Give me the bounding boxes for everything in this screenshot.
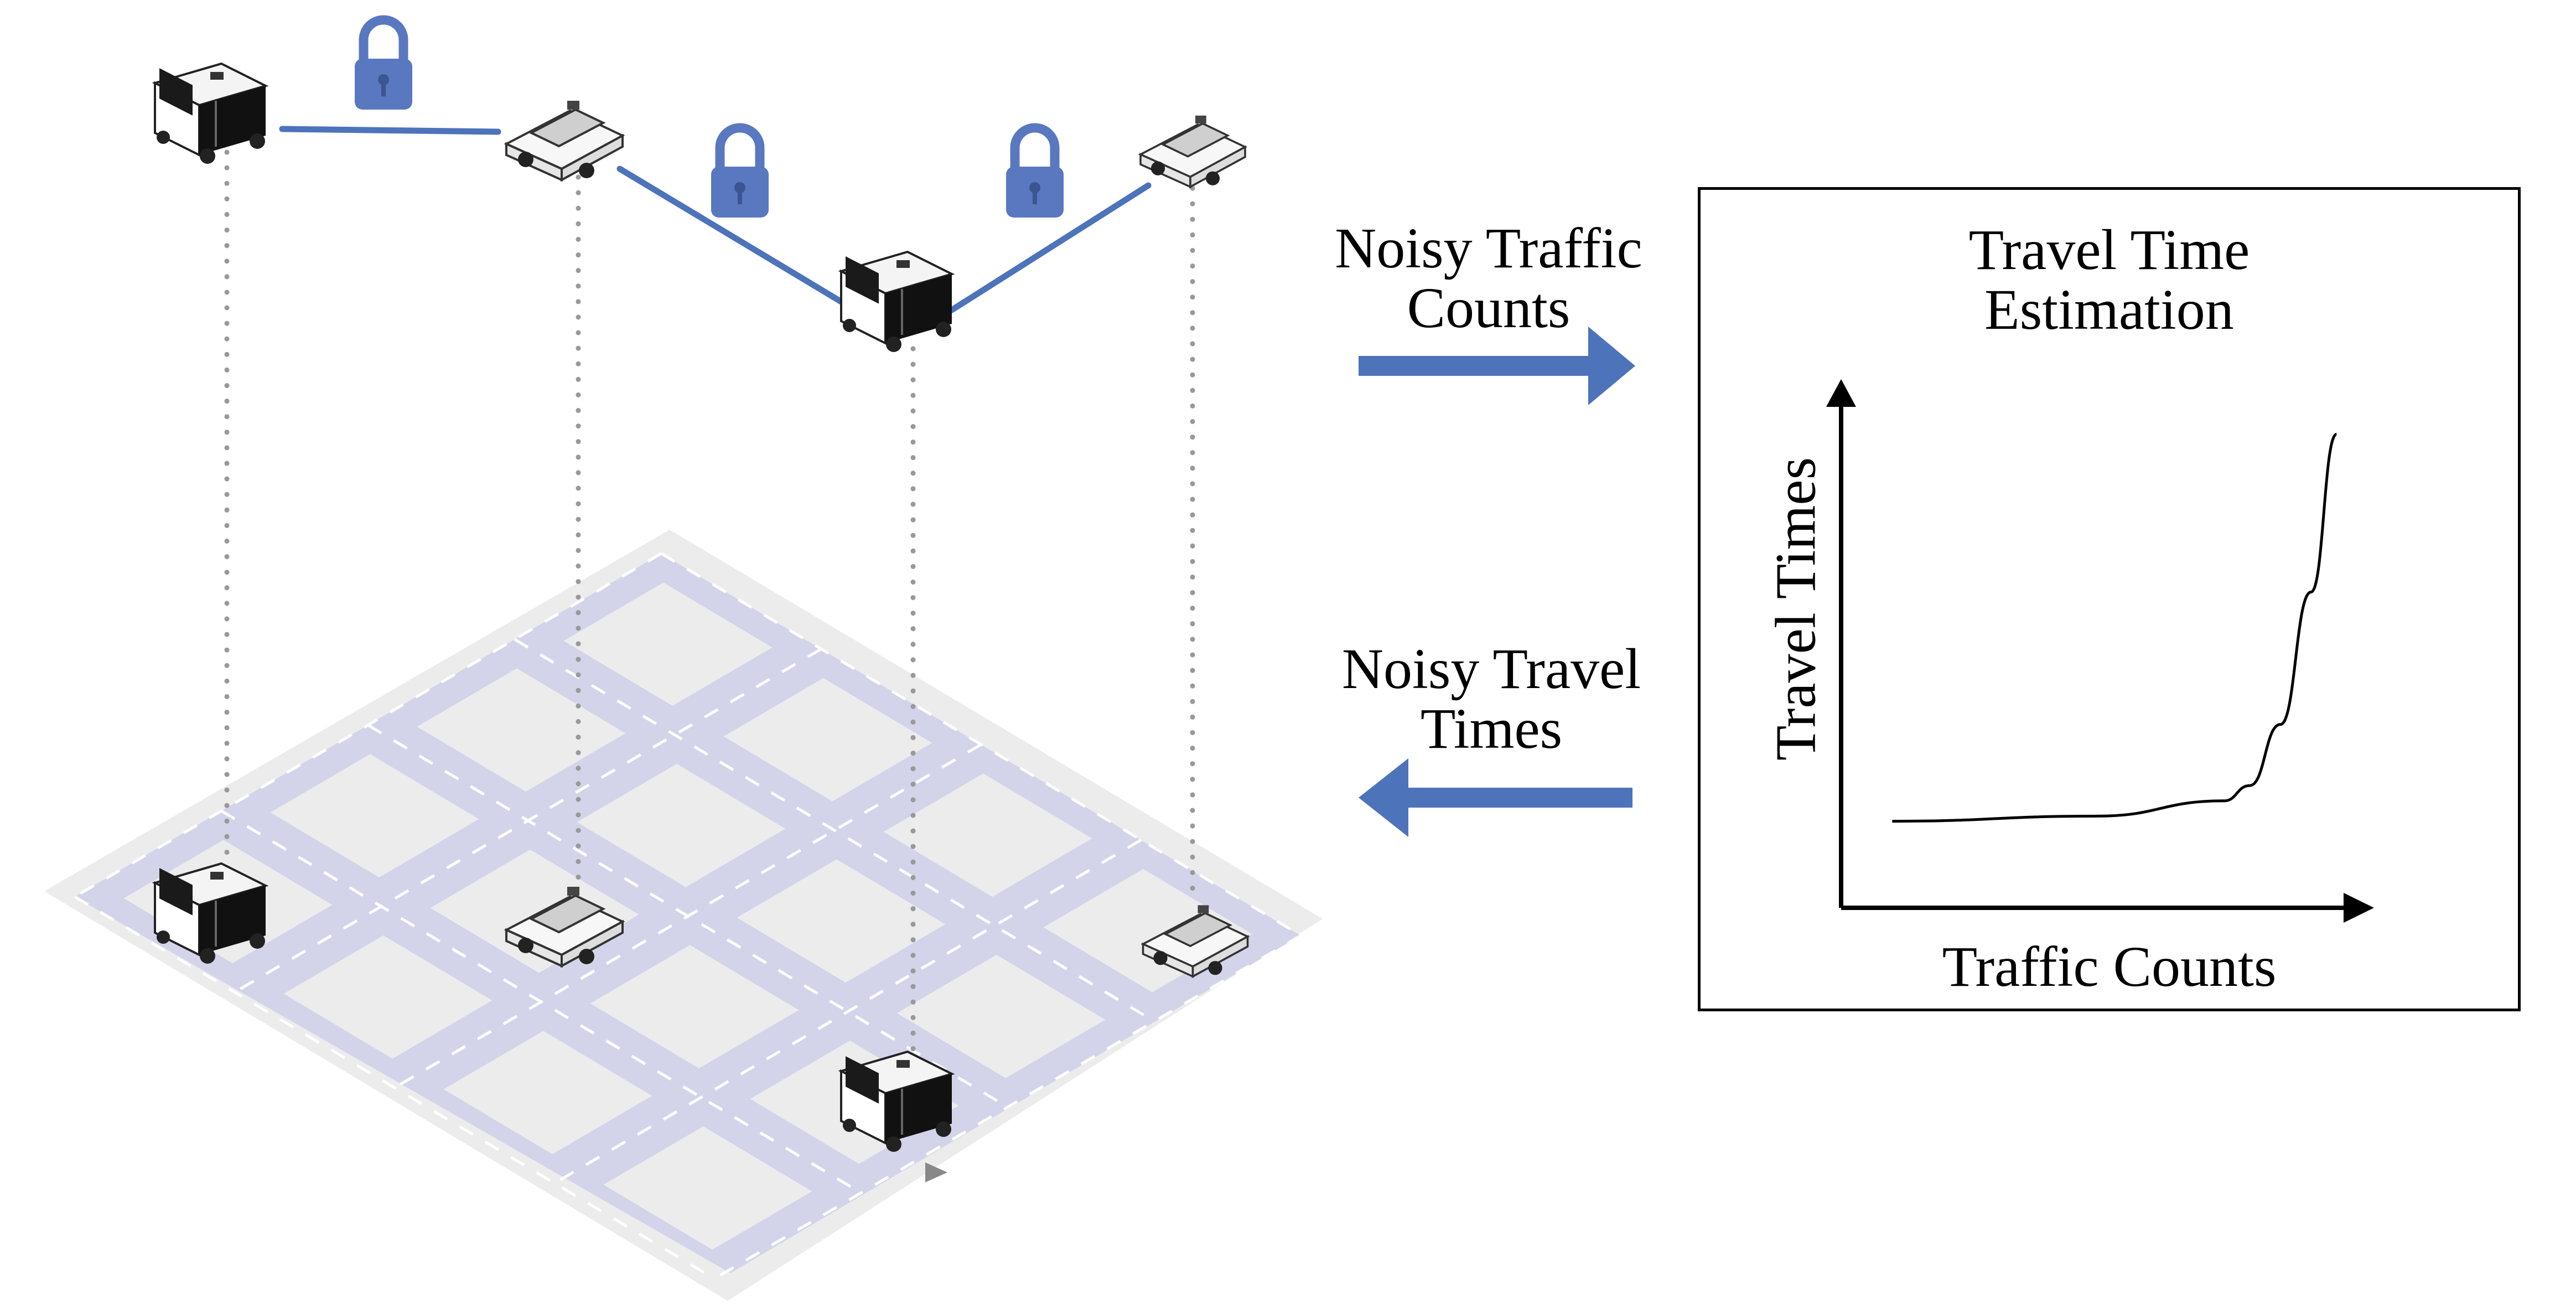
arrow-to-chart-label-line2: Counts xyxy=(1407,276,1571,340)
lane-dash xyxy=(367,723,1009,1109)
city-block xyxy=(603,1126,812,1250)
y-axis-arrowhead xyxy=(1826,379,1856,407)
link xyxy=(279,126,501,135)
position-marker xyxy=(925,1162,947,1182)
city-block xyxy=(563,582,773,706)
chart-title-line2: Estimation xyxy=(1984,278,2234,342)
lane-dashes xyxy=(74,552,1302,1280)
city-block xyxy=(443,1031,652,1155)
city-block xyxy=(283,935,493,1059)
chart-axes xyxy=(1839,399,2352,910)
arrow-from-chart-label-line2: Times xyxy=(1420,697,1563,761)
city-block xyxy=(270,754,479,878)
city-block xyxy=(896,954,1106,1078)
lane-dash xyxy=(220,809,862,1195)
link xyxy=(616,166,847,307)
lock-icon xyxy=(355,20,412,110)
arrow-from-chart xyxy=(1359,758,1632,837)
x-axis-arrowhead xyxy=(2344,893,2374,923)
car-vehicle xyxy=(1139,115,1246,188)
car-vehicle xyxy=(505,100,624,181)
city-block xyxy=(577,763,786,887)
lane-dash xyxy=(553,839,1142,1185)
arrow-from-chart-label-line1: Noisy Travel xyxy=(1341,637,1641,701)
lane-dash xyxy=(713,934,1302,1280)
shuttle-vehicle xyxy=(154,63,267,165)
chart-title: Travel Time Estimation xyxy=(1698,220,2521,340)
projection-lines xyxy=(224,149,1195,1066)
chart-title-line1: Travel Time xyxy=(1968,218,2250,282)
city-block xyxy=(590,945,799,1069)
shuttle-vehicle xyxy=(840,251,953,353)
lane-dash xyxy=(74,895,716,1280)
x-axis-label: Traffic Counts xyxy=(1942,935,2277,999)
y-axis-label: Travel Times xyxy=(1764,457,1828,761)
lock-icon xyxy=(711,128,769,218)
grid-roads xyxy=(75,554,1300,1273)
city-block xyxy=(723,678,932,802)
link xyxy=(948,182,1152,313)
city-block xyxy=(737,859,946,983)
arrow-to-chart-label: Noisy Traffic Counts xyxy=(1289,219,1688,338)
series-line xyxy=(1892,432,2337,823)
arrow-to-chart xyxy=(1359,327,1635,405)
chart-frame xyxy=(1698,187,2521,1011)
city-block xyxy=(883,773,1092,897)
vehicle-links xyxy=(279,126,1152,313)
lock-icon xyxy=(1006,128,1064,218)
arrow-to-chart-label-line1: Noisy Traffic xyxy=(1335,216,1642,280)
city-block xyxy=(417,668,626,792)
arrow-from-chart-label: Noisy Travel Times xyxy=(1292,639,1691,759)
lane-dash xyxy=(514,638,1155,1023)
